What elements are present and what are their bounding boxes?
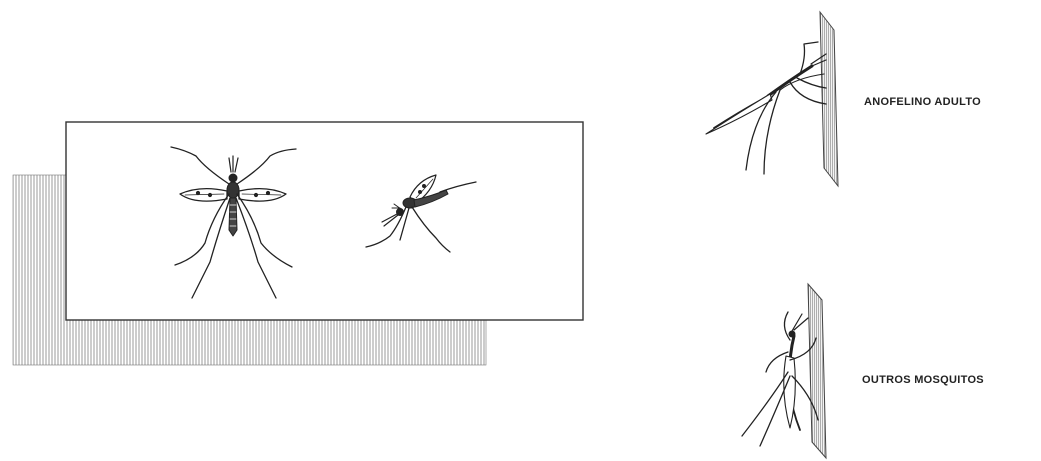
- label-anopheline-adult: ANOFELINO ADULTO: [864, 96, 981, 108]
- resting-anopheline-illustration: [706, 12, 838, 186]
- resting-other-mosquito-illustration: [742, 284, 826, 458]
- label-other-mosquitoes: OUTROS MOSQUITOS: [862, 374, 984, 386]
- wall-bottom: [808, 284, 826, 458]
- wall-top: [820, 12, 838, 186]
- front-panel: [66, 122, 583, 320]
